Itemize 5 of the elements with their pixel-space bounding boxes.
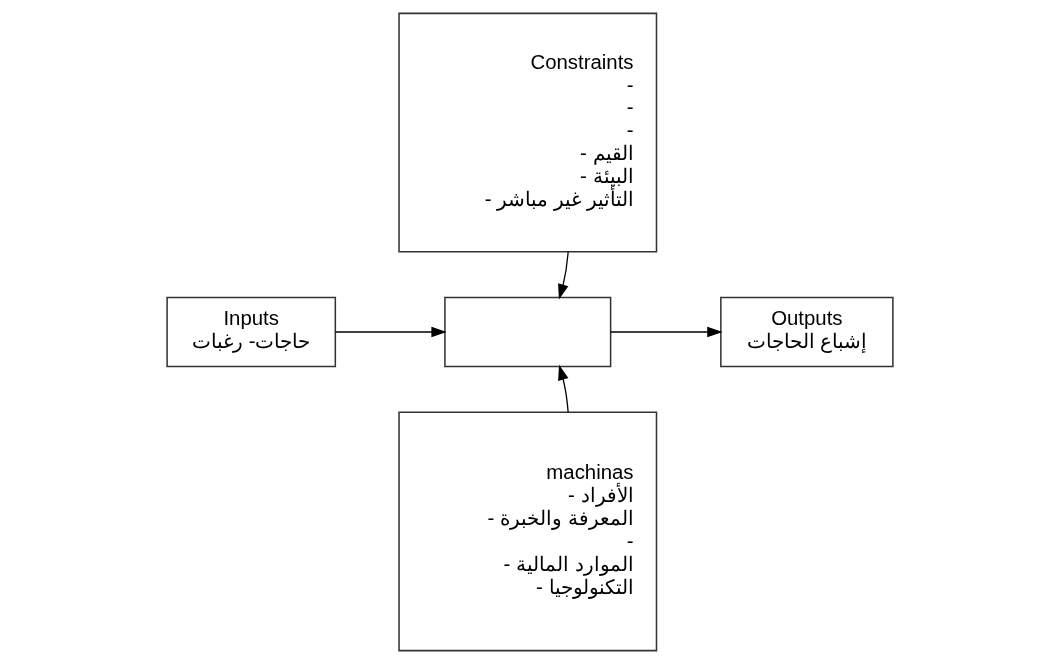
arrow	[557, 251, 569, 300]
arrow	[334, 326, 447, 338]
arrow	[557, 364, 569, 413]
node-box	[443, 296, 611, 368]
arrow	[609, 326, 723, 338]
